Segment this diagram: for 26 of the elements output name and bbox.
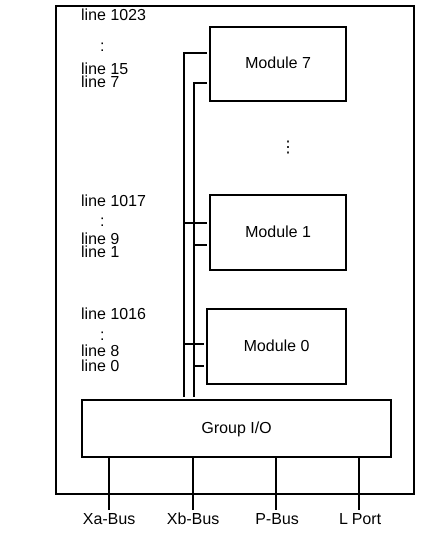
outer-frame bbox=[55, 5, 415, 495]
connector-line bbox=[183, 343, 204, 397]
bus-label: Xb-Bus bbox=[162, 510, 224, 530]
line-label: line 7 bbox=[81, 75, 120, 91]
ellipsis-mark: : bbox=[100, 328, 104, 344]
connector-line bbox=[275, 456, 277, 510]
module-box: Module 7 bbox=[209, 26, 347, 102]
line-label: line 1 bbox=[81, 245, 120, 261]
line-label: line 1016 bbox=[81, 307, 146, 323]
connector-line bbox=[358, 456, 360, 510]
ellipsis-mark: ⋮ bbox=[280, 140, 296, 156]
bus-label: Xa-Bus bbox=[78, 510, 140, 530]
connector-line bbox=[192, 456, 194, 510]
port-label: L Port bbox=[330, 510, 390, 530]
module-box: Module 1 bbox=[209, 194, 347, 271]
module-box: Module 0 bbox=[206, 308, 347, 385]
line-label: line 1017 bbox=[81, 194, 146, 210]
ellipsis-mark: : bbox=[100, 39, 104, 55]
ellipsis-mark: : bbox=[100, 214, 104, 230]
bus-label: P-Bus bbox=[249, 510, 305, 530]
group-io-box: Group I/O bbox=[81, 399, 392, 458]
connector-line bbox=[193, 365, 204, 397]
connector-line bbox=[108, 456, 110, 510]
line-label: line 8 bbox=[81, 344, 120, 360]
line-label: line 0 bbox=[81, 359, 120, 375]
line-label: line 1023 bbox=[81, 8, 146, 24]
